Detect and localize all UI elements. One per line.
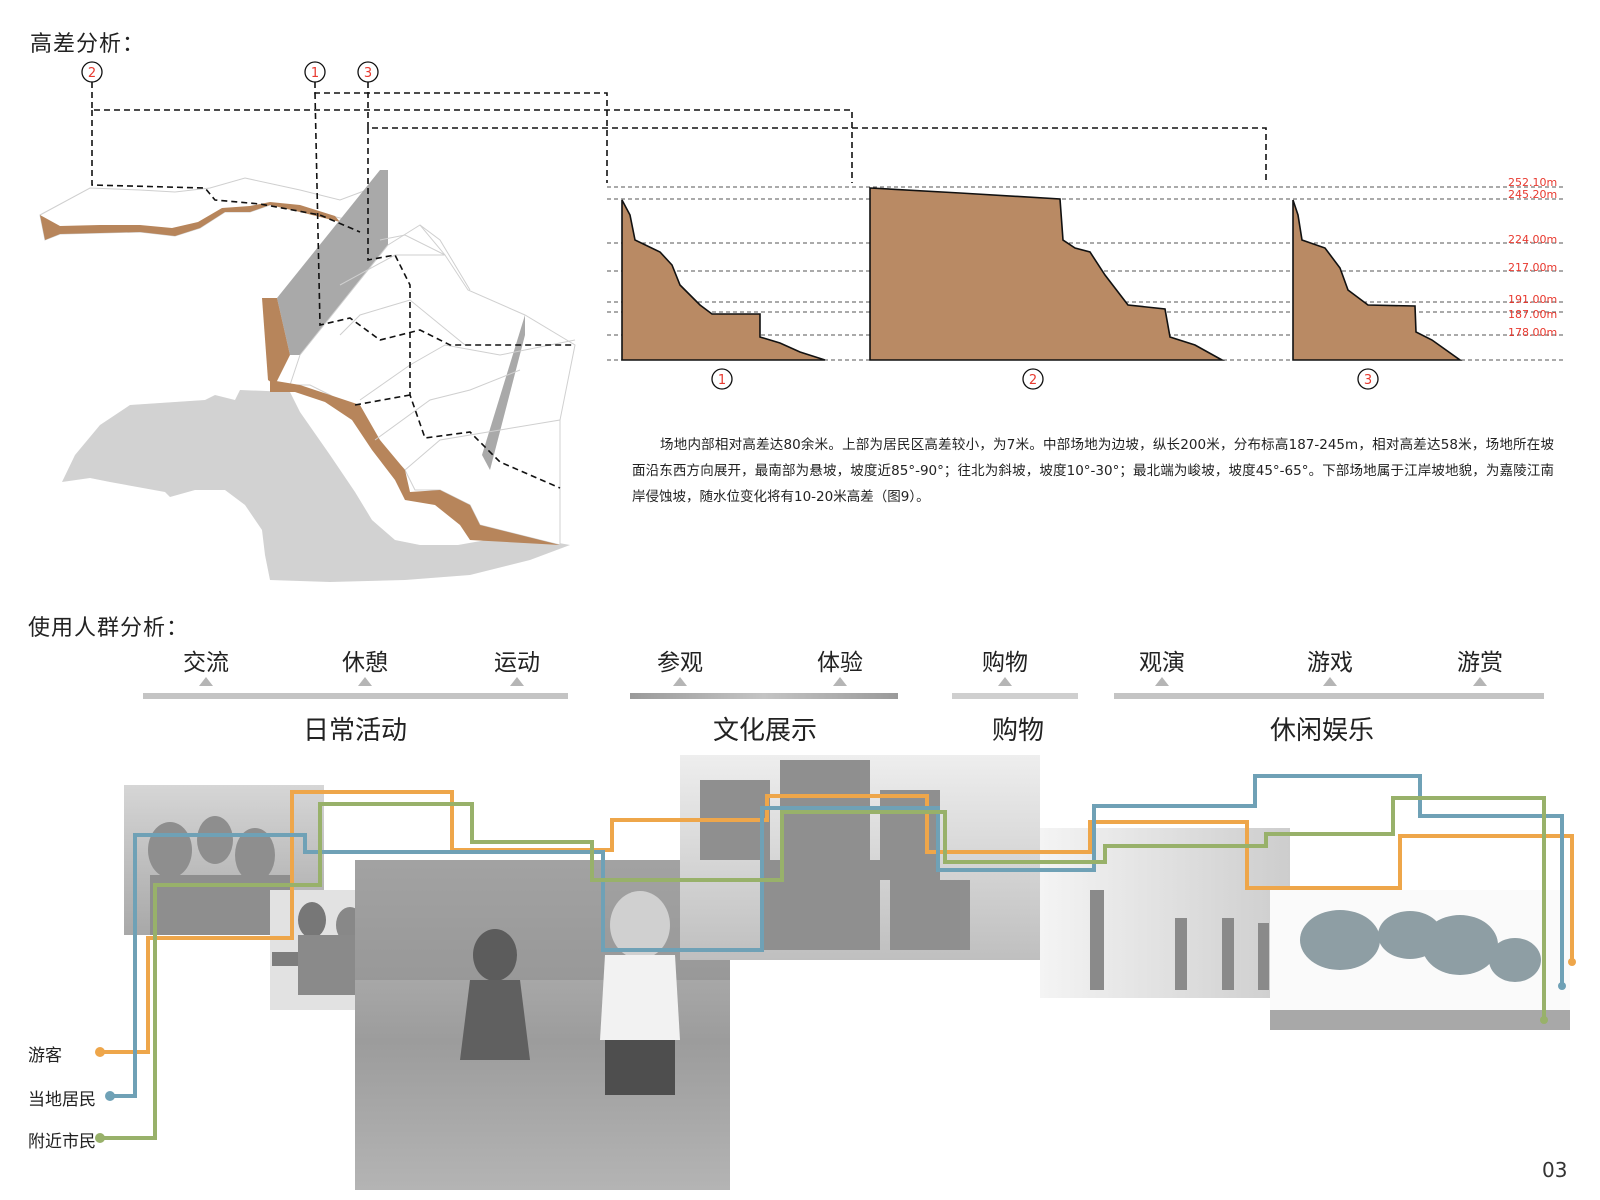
activity-pointer (673, 677, 687, 686)
section-2-profile (869, 187, 1226, 361)
section-1-number: 1 (711, 368, 733, 390)
photo-trees-canopy (1300, 910, 1541, 982)
activity-canguan: 参观 (657, 650, 703, 676)
cliff-wall (277, 170, 388, 355)
activity-guanyan: 观演 (1139, 650, 1185, 676)
marker-3-number: 3 (364, 66, 372, 81)
legend-label-citizen: 附近市民 (28, 1132, 96, 1152)
route-tourist (100, 790, 1574, 1054)
route-citizen (100, 796, 1546, 1140)
marker-1-number: 1 (311, 66, 319, 81)
svg-text:2: 2 (1029, 373, 1037, 388)
activity-pointer (1155, 677, 1169, 686)
activity-xiuqi: 休憩 (342, 650, 388, 676)
svg-text:3: 3 (1364, 373, 1372, 388)
elevation-label-1: 252.10m (1508, 176, 1557, 189)
section-3-number: 3 (1357, 368, 1379, 390)
activity-gouwu: 购物 (982, 650, 1028, 676)
elevation-label-4: 217.00m (1508, 261, 1557, 274)
section-2-number: 2 (1022, 368, 1044, 390)
activity-pointer (1473, 677, 1487, 686)
activity-jiaoliu: 交流 (183, 650, 229, 676)
category-label-daily: 日常活动 (302, 716, 407, 746)
activity-pointer (998, 677, 1012, 686)
legend-label-resident: 当地居民 (28, 1090, 96, 1110)
category-bar-culture (630, 693, 898, 699)
section-1-profile (621, 199, 826, 361)
activity-youshang: 游赏 (1457, 650, 1503, 676)
photo-silhouettes (1090, 890, 1269, 990)
section-3-profile (1292, 199, 1463, 361)
elevation-label-5: 191.00m (1508, 293, 1557, 306)
elevation-label-7: 178.00m (1508, 326, 1557, 339)
activity-tiyan: 体验 (817, 650, 863, 676)
legend-dot-citizen (95, 1133, 105, 1143)
activity-yundong: 运动 (494, 650, 540, 676)
elevation-label-6: 187.00m (1508, 308, 1557, 321)
category-bar-leisure (1114, 693, 1544, 699)
legend-dot-resident (105, 1091, 115, 1101)
elevation-label-2: 245.20m (1508, 188, 1557, 201)
crowd-section-title: 使用人群分析： (28, 616, 190, 641)
activity-pointer (510, 677, 524, 686)
marker-2-number: 2 (88, 66, 96, 81)
upper-terrain-earth (40, 202, 340, 240)
terrain-model-diagram: 2 1 3 252.10m 245.20m 224.00m 217.00m 19… (39, 61, 1565, 582)
category-bar-daily (143, 693, 568, 699)
activity-pointer (358, 677, 372, 686)
marker-2: 2 (81, 61, 103, 83)
activity-pointer (833, 677, 847, 686)
category-label-culture: 文化展示 (712, 716, 817, 746)
page-number: 03 (1542, 1158, 1568, 1182)
crowd-photo-collage (95, 755, 1576, 1190)
elevation-section-title: 高差分析： (30, 32, 146, 57)
marker-3: 3 (357, 61, 379, 83)
cliff-edge-earth (262, 298, 290, 385)
activity-pointer (199, 677, 213, 686)
legend-dot-tourist (95, 1047, 105, 1057)
legend-label-tourist: 游客 (28, 1046, 62, 1066)
svg-text:1: 1 (718, 373, 726, 388)
elevation-description: 场地内部相对高差达80余米。上部为居民区高差较小，为7米。中部场地为边坡，纵长2… (632, 437, 1554, 505)
category-label-leisure: 休闲娱乐 (1269, 716, 1374, 746)
activity-youxi: 游戏 (1307, 650, 1353, 676)
marker-1: 1 (304, 61, 326, 83)
activity-pointer (1323, 677, 1337, 686)
ground-shadow (62, 390, 570, 582)
elevation-label-3: 224.00m (1508, 233, 1557, 246)
category-bar-shopping (952, 693, 1078, 699)
category-label-shopping: 购物 (991, 716, 1044, 746)
route-resident (110, 774, 1564, 1098)
